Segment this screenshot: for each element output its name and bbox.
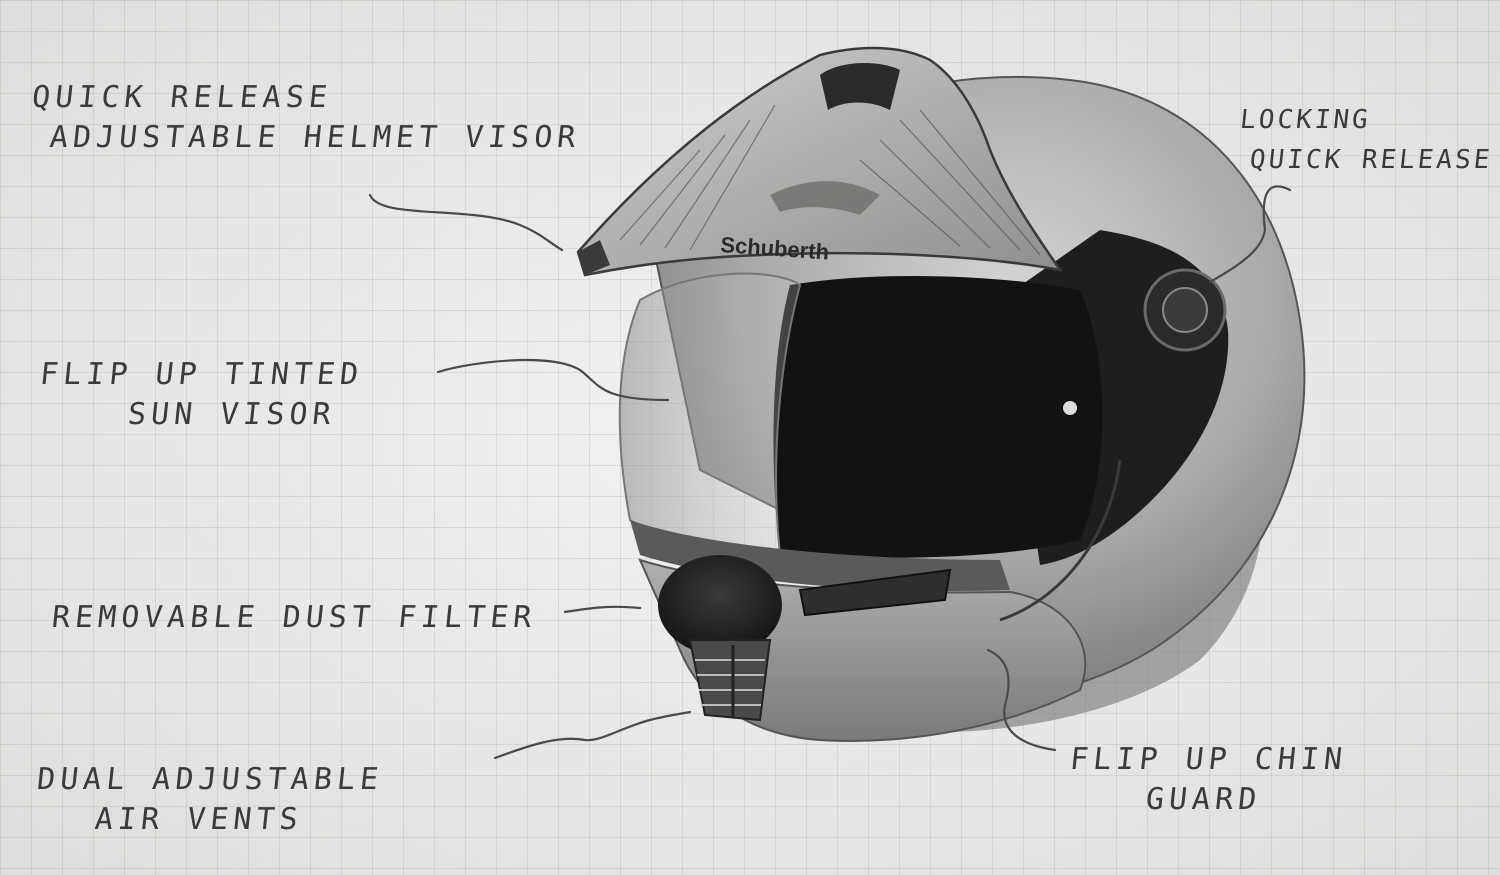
- peak-visor: [576, 46, 1063, 277]
- annotation-locking-line1: Locking: [1238, 105, 1373, 135]
- annotation-air-vents: Dual Adjustable Air Vents: [31, 760, 385, 840]
- visor-vent: [820, 63, 900, 110]
- annotation-visor-line1: Quick Release: [30, 80, 334, 115]
- annotation-air-vents-line2: Air Vents: [93, 802, 305, 837]
- annotation-locking-line2: Quick Release: [1248, 145, 1494, 175]
- annotation-visor-line2: Adjustable Helmet Visor: [48, 120, 583, 155]
- chin-guard-seam: [999, 459, 1122, 622]
- annotation-chin-guard-line1: Flip up Chin: [1068, 742, 1349, 777]
- dust-filter: [658, 555, 782, 655]
- annotation-air-vents-line1: Dual Adjustable: [35, 762, 385, 797]
- annotation-dust-filter-line1: Removable Dust Filter: [50, 600, 539, 635]
- chin-vent-grille: [688, 639, 772, 722]
- annotation-locking: Locking Quick Release: [1234, 100, 1499, 180]
- annotation-sun-visor-line1: Flip up tinted: [38, 357, 365, 392]
- leader-visor: [368, 193, 564, 252]
- leader-dust-filter: [563, 605, 642, 614]
- shield-pivot-dot: [1063, 401, 1077, 415]
- side-vent: [798, 568, 952, 617]
- leader-air-vents: [493, 710, 692, 760]
- leader-chin-guard: [986, 648, 1057, 752]
- annotation-visor: Quick Release Adjustable Helmet Visor: [26, 78, 587, 158]
- annotation-sun-visor: Flip up tinted Sun Visor: [34, 355, 365, 435]
- annotation-chin-guard-line2: Guard: [1144, 782, 1264, 817]
- visor-hatching: [619, 104, 1041, 256]
- face-opening: [773, 275, 1103, 558]
- annotation-dust-filter: Removable Dust Filter: [50, 598, 539, 638]
- face-shield: [618, 272, 802, 557]
- leader-sun-visor: [436, 358, 670, 402]
- annotation-chin-guard: Flip up Chin Guard: [1064, 740, 1349, 820]
- annotation-sun-visor-line2: Sun Visor: [126, 397, 338, 432]
- leader-locking: [1208, 185, 1292, 284]
